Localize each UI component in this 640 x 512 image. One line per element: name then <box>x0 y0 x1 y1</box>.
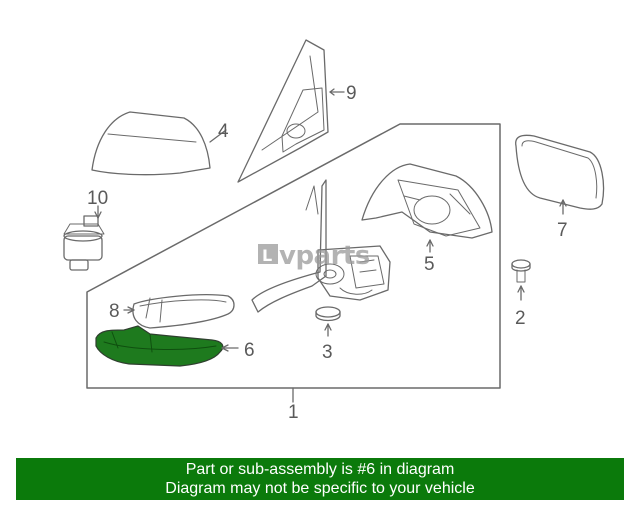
mirror-base-assembly <box>251 179 391 313</box>
assembly-outline <box>86 123 501 389</box>
watermark-logo-mark: L <box>262 246 272 265</box>
info-banner: Part or sub-assembly is #6 in diagram Di… <box>16 458 624 500</box>
turn-signal-housing-part-6 <box>95 325 239 367</box>
cap-part-3 <box>315 306 341 337</box>
callout-8: 8 <box>109 301 120 322</box>
callout-7: 7 <box>557 220 568 241</box>
triangle-trim-part-9 <box>237 39 345 183</box>
mirror-cap-part-4 <box>91 111 227 176</box>
highlighted-part <box>95 325 224 367</box>
mirror-glass-part-7 <box>515 134 605 215</box>
turn-signal-part-8 <box>123 294 235 329</box>
callout-6: 6 <box>244 340 255 361</box>
banner-line-1: Part or sub-assembly is #6 in diagram <box>185 461 455 478</box>
mirror-housing-part-5 <box>361 163 493 253</box>
callout-1: 1 <box>288 402 299 423</box>
callout-5: 5 <box>424 254 435 275</box>
parts-diagram: L vparts 1 2 3 4 5 6 7 8 9 10 <box>63 39 605 423</box>
callout-3: 3 <box>322 342 333 363</box>
callout-4: 4 <box>218 121 229 142</box>
callout-9: 9 <box>346 83 357 104</box>
vparts-watermark: L vparts <box>258 241 370 271</box>
motor-part-10 <box>63 205 105 271</box>
screw-part-2 <box>511 259 531 301</box>
callout-2: 2 <box>515 308 526 329</box>
banner-line-2: Diagram may not be specific to your vehi… <box>165 480 475 497</box>
watermark-brand: vparts <box>279 241 370 271</box>
callout-10: 10 <box>87 188 108 209</box>
